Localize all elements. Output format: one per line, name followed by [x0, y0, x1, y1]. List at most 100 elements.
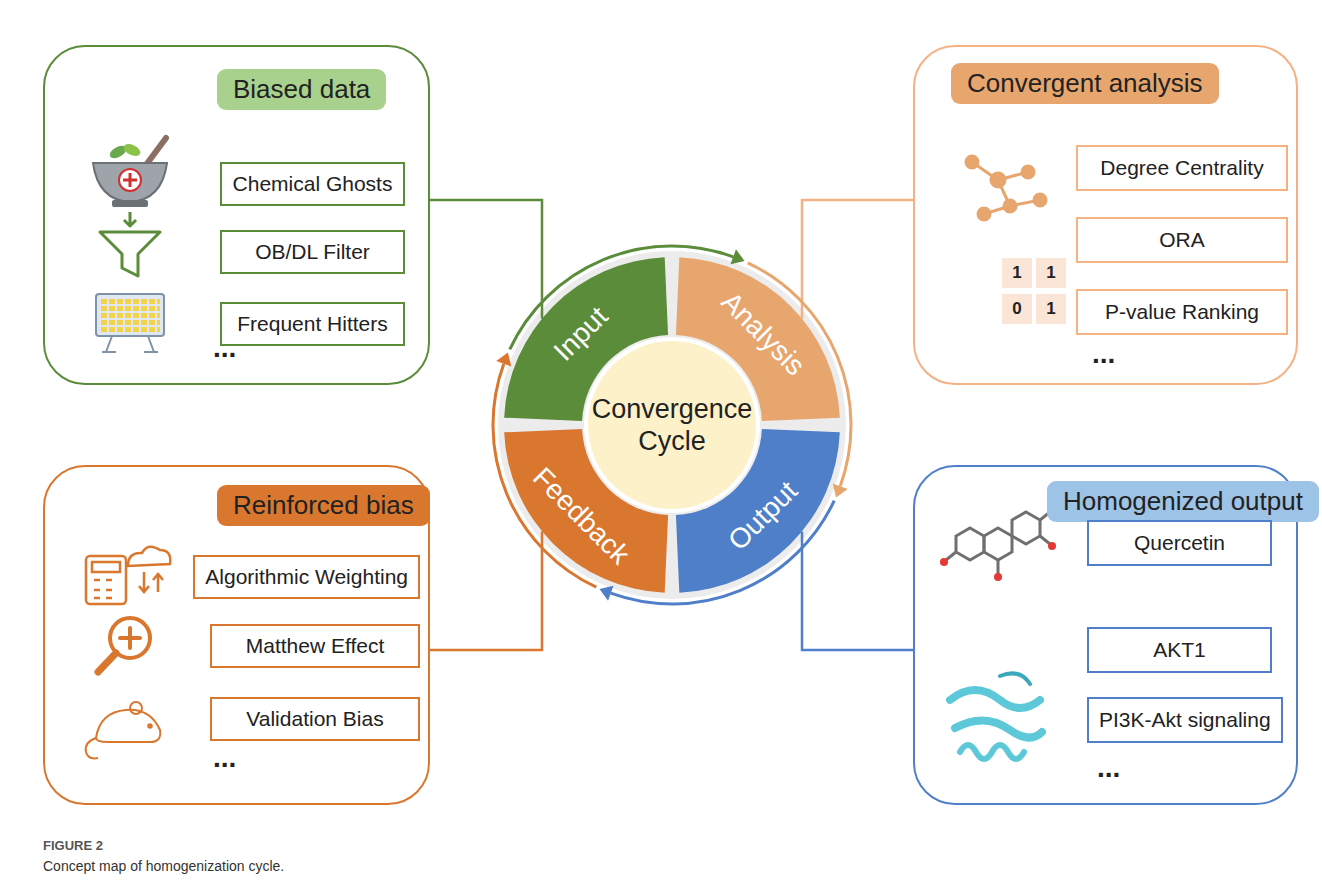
box-label: P-value Ranking — [1105, 300, 1259, 324]
plate-icon — [96, 294, 164, 352]
protein-icon — [950, 673, 1042, 759]
box-label: Algorithmic Weighting — [205, 565, 408, 589]
protein-icon — [960, 745, 1024, 759]
box-label: Validation Bias — [246, 707, 383, 731]
molecule-icon — [1048, 542, 1056, 550]
process-box: ORA — [1076, 217, 1288, 263]
mortar-icon — [93, 138, 167, 207]
network-icon — [1004, 200, 1016, 212]
box-label: OB/DL Filter — [255, 240, 370, 264]
molecule-icon — [994, 573, 1002, 581]
plate-icon — [100, 298, 160, 332]
cycle-segment: Output — [672, 425, 842, 595]
network-icon — [1022, 166, 1034, 178]
network-icon — [966, 156, 978, 168]
magnifier-icon — [98, 653, 116, 672]
mortar-icon — [93, 163, 167, 202]
panel-heading: Reinforced bias — [217, 485, 430, 526]
calculator-cloud-icon — [86, 547, 170, 604]
process-box: Degree Centrality — [1076, 145, 1288, 191]
connector — [430, 531, 542, 650]
connector-line — [430, 200, 542, 319]
group-panel: Biased dataChemical GhostsOB/DL FilterFr… — [43, 45, 430, 385]
box-label: AKT1 — [1153, 638, 1206, 662]
matrix-cell: 1 — [1036, 258, 1066, 288]
calculator-cloud-icon — [92, 562, 120, 572]
funnel-icon — [100, 212, 160, 276]
protein-icon — [1000, 673, 1030, 684]
protein-icon — [955, 720, 1042, 737]
box-label: ORA — [1159, 228, 1205, 252]
center-circle: Convergence Cycle — [588, 341, 756, 509]
connector-line — [430, 531, 542, 650]
box-label: PI3K-Akt signaling — [1099, 708, 1271, 732]
network-icon — [991, 173, 1005, 187]
group-panel: Reinforced biasAlgorithmic WeightingMatt… — [43, 465, 430, 805]
magnifier-icon — [120, 628, 140, 648]
matrix-cell: 0 — [1002, 294, 1032, 324]
connector — [802, 531, 913, 650]
plate-icon — [102, 336, 158, 352]
matrix-cell: 1 — [1036, 294, 1066, 324]
process-box: Chemical Ghosts — [220, 162, 405, 206]
arrow-head — [730, 249, 744, 264]
calculator-cloud-icon — [139, 572, 163, 592]
plate-icon — [96, 294, 164, 336]
calculator-cloud-icon — [94, 580, 112, 598]
process-box: PI3K-Akt signaling — [1087, 697, 1283, 743]
mouse-icon — [130, 702, 142, 714]
molecule-icon — [984, 528, 1012, 560]
molecule-icon — [956, 528, 984, 560]
mouse-icon — [148, 724, 152, 728]
connector — [802, 200, 913, 319]
process-box: Matthew Effect — [210, 624, 420, 668]
segment-fill — [676, 429, 840, 593]
arrow-head — [600, 586, 614, 601]
process-box: AKT1 — [1087, 627, 1272, 673]
group-panel: Convergent analysisDegree CentralityORA P… — [913, 45, 1298, 385]
mortar-icon — [119, 169, 141, 191]
mortar-icon — [146, 138, 166, 165]
network-icon — [1034, 194, 1046, 206]
network-icon — [966, 156, 1046, 220]
box-label: Frequent Hitters — [237, 312, 388, 336]
panel-heading: Convergent analysis — [951, 63, 1219, 104]
process-box: OB/DL Filter — [220, 230, 405, 274]
funnel-icon — [124, 212, 136, 226]
segment-fill — [504, 429, 668, 593]
process-box: Validation Bias — [210, 697, 420, 741]
panel-heading: Homogenized output — [1047, 481, 1319, 522]
ellipsis-mark: ... — [213, 332, 236, 364]
box-label: Quercetin — [1134, 531, 1225, 555]
calculator-cloud-icon — [86, 556, 126, 604]
network-icon — [972, 162, 1040, 214]
process-box: P-value Ranking — [1076, 289, 1288, 335]
matrix-cell: 1 — [1002, 258, 1032, 288]
mouse-icon — [96, 710, 160, 742]
mortar-icon — [123, 173, 137, 187]
process-box: Frequent Hitters — [220, 302, 405, 346]
ellipsis-mark: ... — [213, 742, 236, 774]
mortar-icon — [122, 142, 143, 159]
ellipsis-mark: ... — [1097, 752, 1120, 784]
mortar-icon — [112, 200, 148, 207]
connector-line — [802, 531, 913, 650]
molecule-icon — [1012, 512, 1040, 544]
connector — [430, 200, 542, 319]
connector-line — [802, 200, 913, 319]
center-label: Convergence Cycle — [588, 393, 756, 458]
box-label: Chemical Ghosts — [233, 172, 393, 196]
funnel-icon — [100, 232, 160, 276]
molecule-icon — [940, 558, 948, 566]
ellipsis-mark: ... — [1092, 338, 1115, 370]
arrow-head — [833, 483, 848, 497]
figure-caption: Concept map of homogenization cycle. — [43, 858, 284, 874]
process-box: Quercetin — [1087, 520, 1272, 566]
box-label: Matthew Effect — [246, 634, 385, 658]
protein-icon — [950, 690, 1040, 708]
arrow-head — [496, 353, 511, 367]
molecule-icon — [940, 506, 1056, 581]
mouse-icon — [86, 702, 161, 758]
molecule-icon — [946, 512, 1050, 574]
